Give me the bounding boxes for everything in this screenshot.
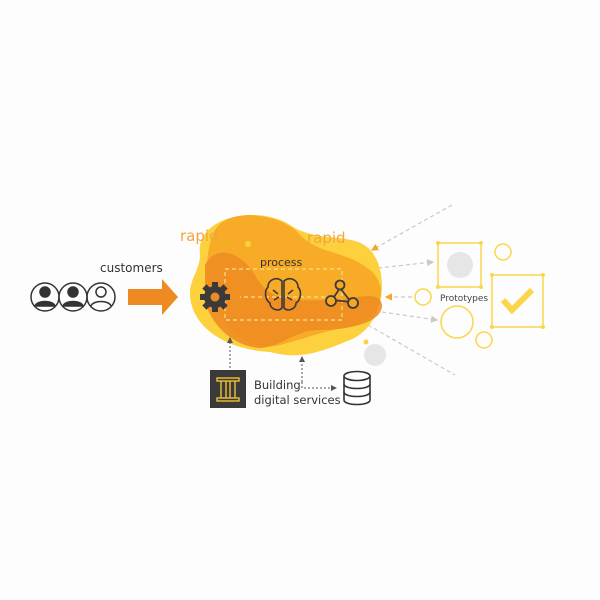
gear-icon [200,282,230,312]
database-icon [343,370,371,406]
decor-circles [414,243,512,349]
user-icon [58,282,88,312]
building-label-line1: Building [254,378,301,392]
user-outline-icon [86,282,116,312]
building-icon [210,370,246,408]
prototypes-label: Prototypes [440,294,488,304]
rapid-label-left: rapid [180,227,219,245]
dashed-connectors [367,204,456,376]
customers-label: customers [100,261,163,275]
customer-group [30,282,116,312]
process-label: process [260,256,303,269]
user-icon [30,282,60,312]
decor-circle-grey [364,344,386,366]
brain-icon [264,278,302,311]
rapid-process-cloud [189,215,383,356]
network-icon [325,279,359,309]
checkmark-icon [500,287,535,315]
connector-database [301,382,337,391]
rapid-label-right: rapid [307,229,346,247]
decor-dot [363,339,369,345]
arrow-right-icon [128,279,178,315]
prototype-card-1 [436,241,483,289]
building-label-line2: digital services [254,393,341,407]
prototype-card-2 [490,273,545,329]
